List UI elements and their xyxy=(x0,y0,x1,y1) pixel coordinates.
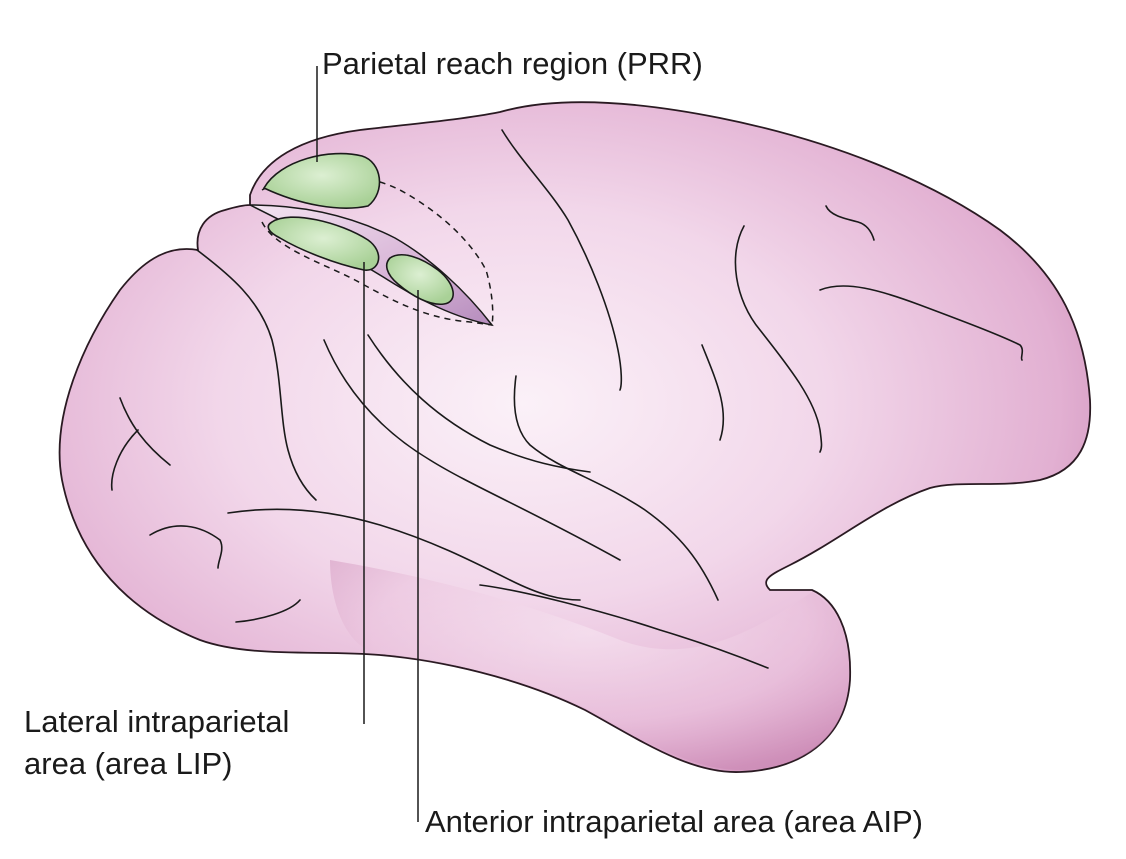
lip-label-line2: area (area LIP) xyxy=(24,746,233,781)
aip-region xyxy=(385,254,454,306)
prr-region xyxy=(262,152,381,209)
sulci xyxy=(110,129,1024,669)
lip-label-line1: Lateral intraparietal xyxy=(24,704,289,739)
parietal-boundary-lower xyxy=(261,221,493,326)
cortex-outline xyxy=(58,101,1092,773)
aip-label: Anterior intraparietal area (area AIP) xyxy=(425,804,923,839)
temporal-lobe xyxy=(330,560,849,770)
prr-label: Parietal reach region (PRR) xyxy=(322,46,703,81)
